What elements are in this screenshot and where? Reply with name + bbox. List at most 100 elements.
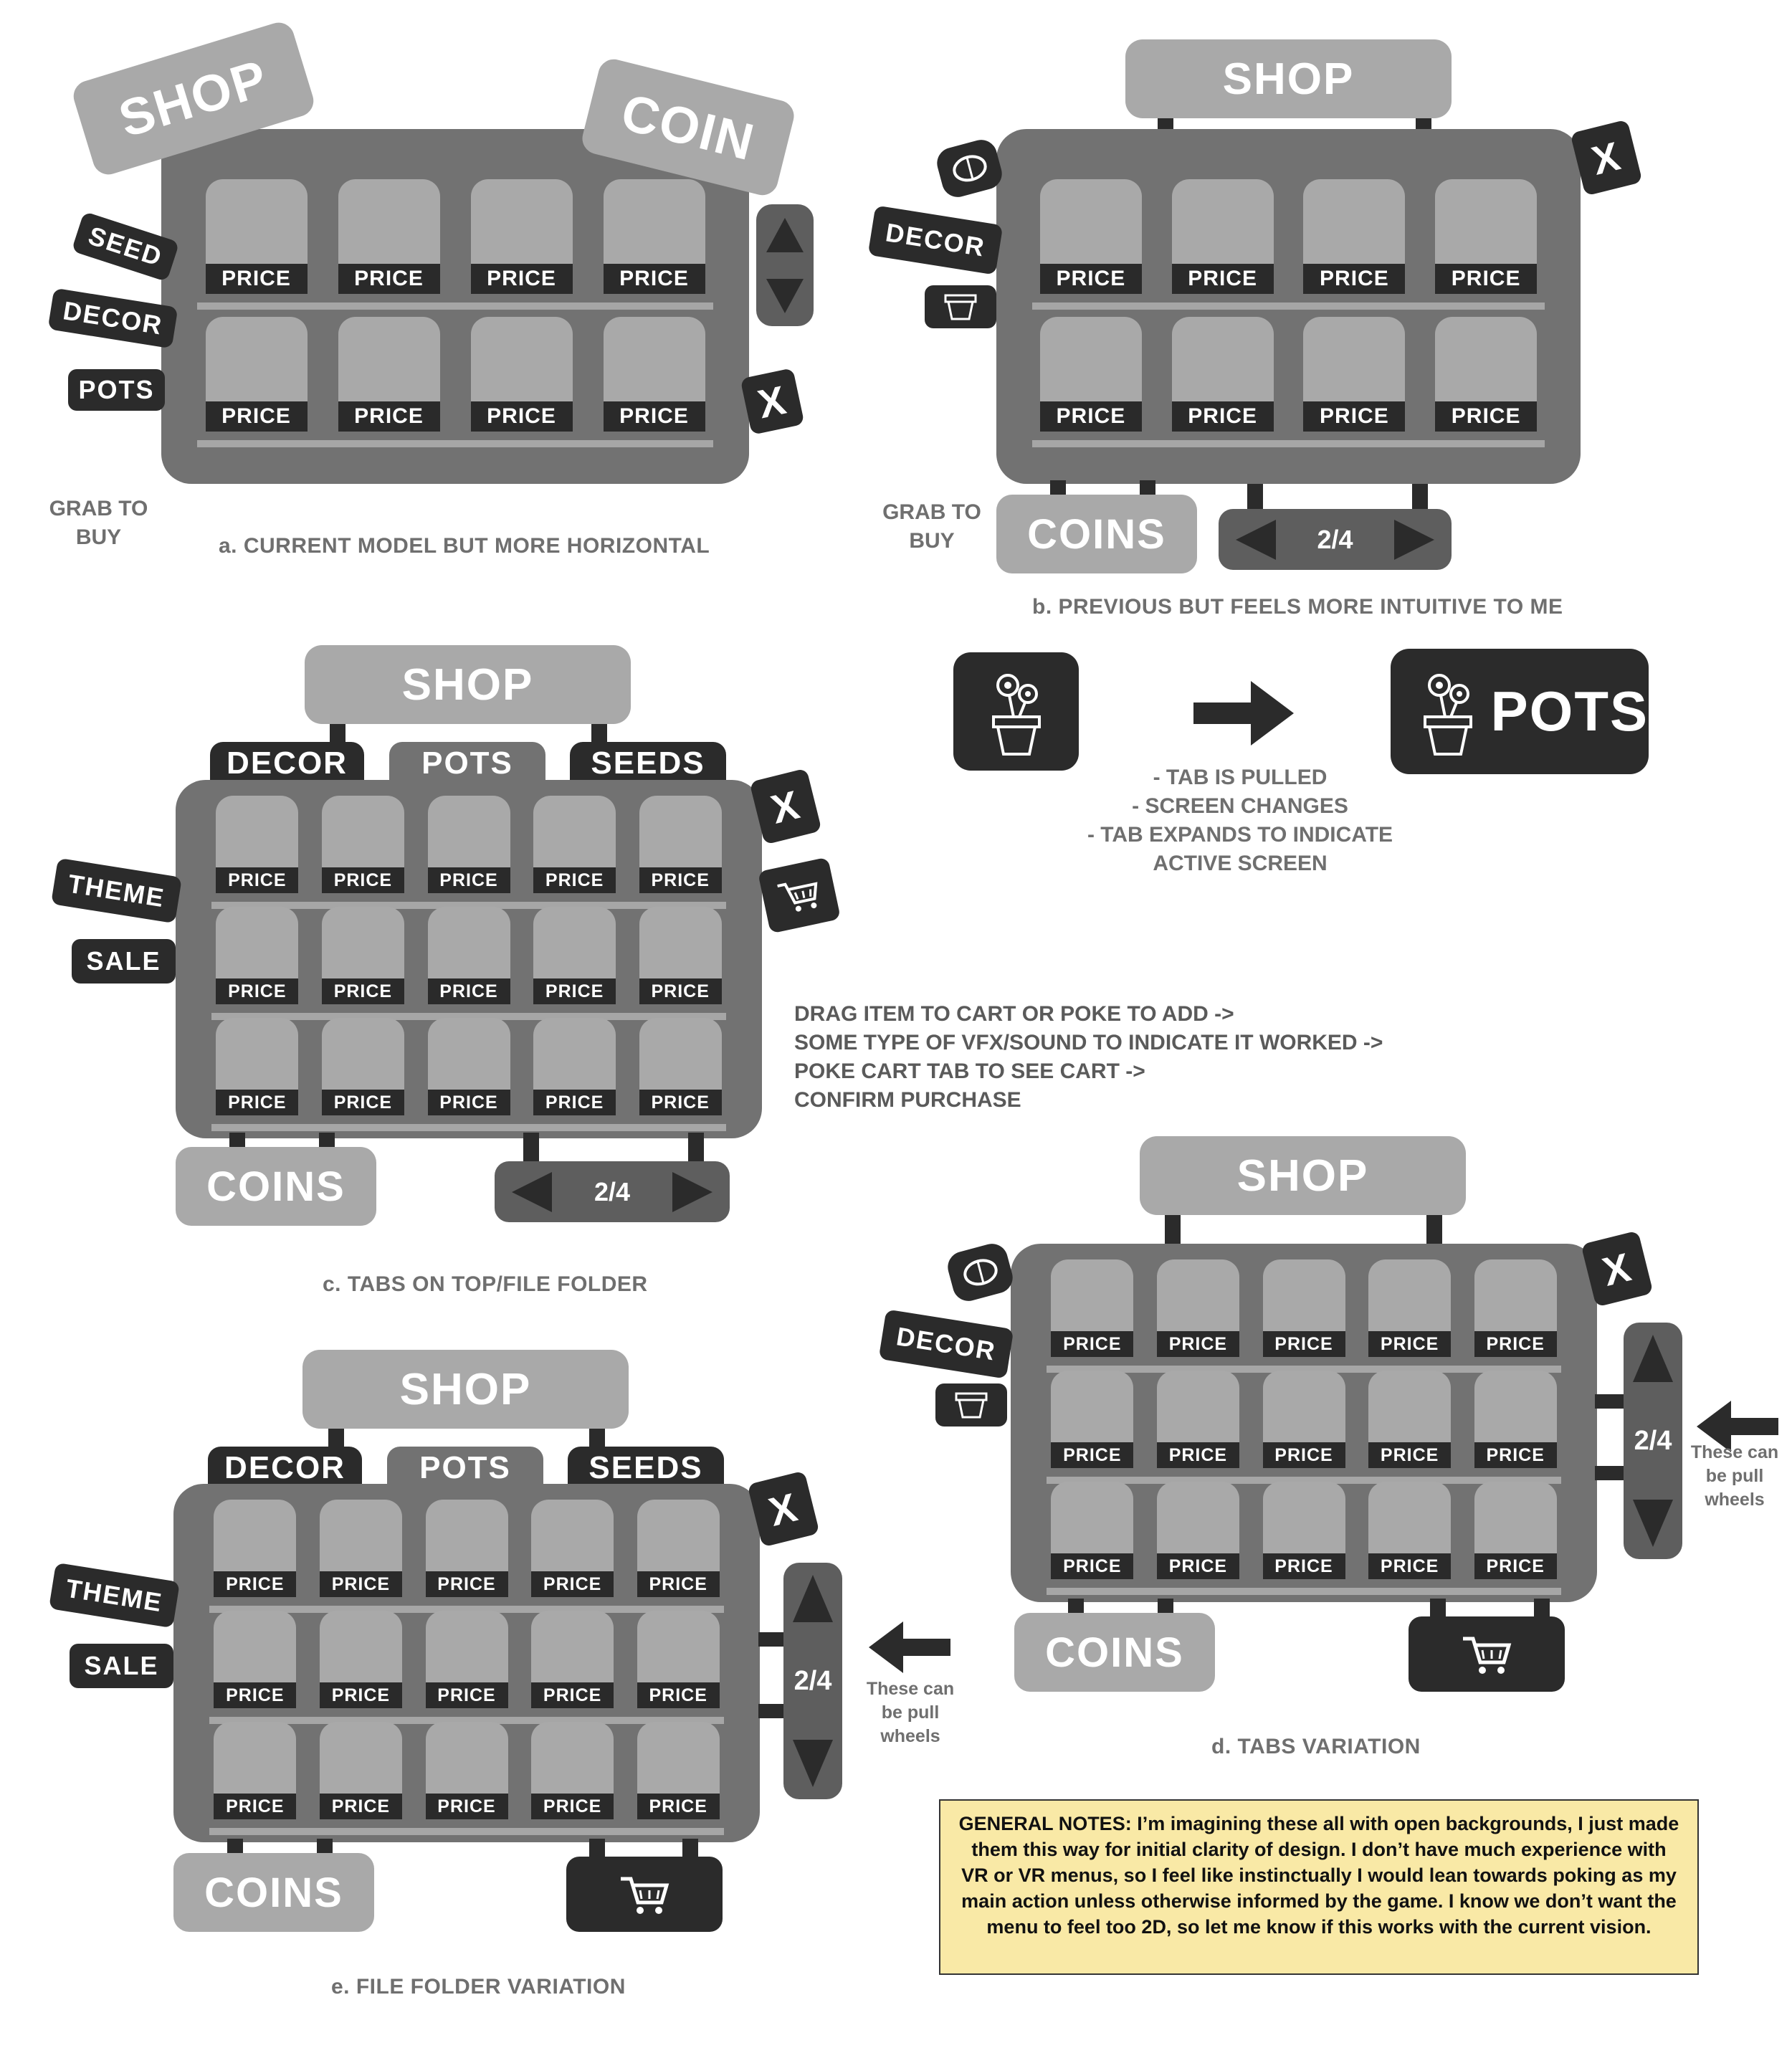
- pull-wheel[interactable]: 2/4: [1624, 1323, 1682, 1559]
- triangle-left-icon[interactable]: [510, 1171, 553, 1214]
- item-slot[interactable]: [470, 317, 573, 401]
- item-slot[interactable]: [639, 907, 722, 978]
- triangle-down-icon[interactable]: [765, 277, 805, 315]
- item-slot[interactable]: [1156, 1482, 1239, 1553]
- triangle-down-icon[interactable]: [791, 1738, 834, 1789]
- item-slot[interactable]: [639, 1018, 722, 1090]
- item-slot[interactable]: [470, 179, 573, 264]
- item-slot[interactable]: [1368, 1259, 1452, 1331]
- triangle-up-icon[interactable]: [1631, 1333, 1674, 1383]
- item-slot[interactable]: [533, 796, 616, 867]
- item-slot[interactable]: [216, 796, 299, 867]
- item-slot[interactable]: [1474, 1371, 1557, 1442]
- tab-pots[interactable]: POTS: [387, 1447, 543, 1490]
- tab-theme[interactable]: THEME: [50, 857, 183, 924]
- item-slot[interactable]: [637, 1611, 720, 1682]
- page-navigator[interactable]: 2/4: [1219, 509, 1452, 570]
- item-slot[interactable]: [214, 1500, 297, 1571]
- scroll-control[interactable]: [756, 204, 814, 326]
- item-slot[interactable]: [1051, 1371, 1134, 1442]
- tab-decor[interactable]: DECOR: [47, 287, 178, 349]
- item-slot[interactable]: [1303, 317, 1406, 401]
- item-slot[interactable]: [1474, 1482, 1557, 1553]
- item-slot[interactable]: [1171, 317, 1274, 401]
- item-slot[interactable]: [216, 1018, 299, 1090]
- item-slot[interactable]: [531, 1500, 614, 1571]
- tab-decor[interactable]: DECOR: [208, 1447, 362, 1490]
- tab-seed-icon[interactable]: [944, 1240, 1016, 1305]
- triangle-up-icon[interactable]: [791, 1573, 834, 1624]
- item-slot[interactable]: [1039, 179, 1142, 264]
- triangle-up-icon[interactable]: [765, 216, 805, 254]
- item-slot[interactable]: [1171, 179, 1274, 264]
- tab-pots-icon[interactable]: [925, 285, 996, 328]
- item-slot[interactable]: [533, 907, 616, 978]
- tab-decor[interactable]: DECOR: [867, 205, 1004, 275]
- item-slot[interactable]: [427, 1018, 510, 1090]
- close-button[interactable]: X: [740, 368, 805, 435]
- item-slot[interactable]: [1435, 179, 1538, 264]
- item-slot[interactable]: [427, 796, 510, 867]
- item-slot[interactable]: [637, 1722, 720, 1794]
- item-slot[interactable]: [338, 179, 440, 264]
- triangle-left-icon[interactable]: [1234, 518, 1277, 561]
- page-navigator[interactable]: 2/4: [495, 1161, 730, 1222]
- item-slot[interactable]: [425, 1722, 508, 1794]
- tab-decor[interactable]: DECOR: [210, 742, 364, 785]
- item-slot[interactable]: [321, 1018, 404, 1090]
- cart-button[interactable]: [1409, 1616, 1565, 1692]
- item-slot[interactable]: [214, 1722, 297, 1794]
- tab-theme[interactable]: THEME: [48, 1562, 181, 1629]
- item-slot[interactable]: [321, 796, 404, 867]
- item-slot[interactable]: [205, 179, 308, 264]
- item-slot[interactable]: [1262, 1259, 1345, 1331]
- item-slot[interactable]: [321, 907, 404, 978]
- cart-button[interactable]: [566, 1857, 723, 1932]
- item-slot[interactable]: [1156, 1371, 1239, 1442]
- item-slot[interactable]: [1039, 317, 1142, 401]
- item-slot[interactable]: [425, 1500, 508, 1571]
- item-slot[interactable]: [603, 179, 705, 264]
- pull-wheel[interactable]: 2/4: [783, 1563, 842, 1799]
- triangle-right-icon[interactable]: [671, 1171, 714, 1214]
- item-slot[interactable]: [603, 317, 705, 401]
- tab-seeds[interactable]: SEEDS: [570, 742, 726, 785]
- item-slot[interactable]: [319, 1500, 402, 1571]
- tab-pots[interactable]: POTS: [68, 369, 165, 411]
- tab-seed-icon[interactable]: [933, 136, 1006, 201]
- item-slot[interactable]: [1262, 1482, 1345, 1553]
- tab-pots-icon[interactable]: [935, 1383, 1007, 1427]
- tab-decor[interactable]: DECOR: [878, 1309, 1014, 1379]
- cart-button[interactable]: [757, 857, 842, 934]
- item-slot[interactable]: [205, 317, 308, 401]
- item-slot[interactable]: [1156, 1259, 1239, 1331]
- item-slot[interactable]: [533, 1018, 616, 1090]
- tab-pots[interactable]: POTS: [389, 742, 545, 785]
- triangle-right-icon[interactable]: [1393, 518, 1436, 561]
- item-slot[interactable]: [1303, 179, 1406, 264]
- item-slot[interactable]: [639, 796, 722, 867]
- tab-sale[interactable]: SALE: [70, 1644, 173, 1688]
- item-slot[interactable]: [214, 1611, 297, 1682]
- item-slot[interactable]: [216, 907, 299, 978]
- item-slot[interactable]: [531, 1722, 614, 1794]
- item-slot[interactable]: [1051, 1482, 1134, 1553]
- item-slot[interactable]: [1368, 1371, 1452, 1442]
- item-slot[interactable]: [427, 907, 510, 978]
- triangle-down-icon[interactable]: [1631, 1498, 1674, 1548]
- item-slot[interactable]: [1262, 1371, 1345, 1442]
- item-slot[interactable]: [637, 1500, 720, 1571]
- close-button[interactable]: X: [1570, 119, 1643, 196]
- item-slot[interactable]: [319, 1722, 402, 1794]
- item-slot[interactable]: [425, 1611, 508, 1682]
- item-slot[interactable]: [531, 1611, 614, 1682]
- tab-sale[interactable]: SALE: [72, 939, 176, 983]
- item-slot[interactable]: [1368, 1482, 1452, 1553]
- item-slot[interactable]: [338, 317, 440, 401]
- tab-seeds[interactable]: SEEDS: [568, 1447, 724, 1490]
- item-slot[interactable]: [1435, 317, 1538, 401]
- item-slot[interactable]: [1474, 1259, 1557, 1331]
- pots-tab-collapsed[interactable]: [953, 652, 1079, 771]
- pots-tab-expanded[interactable]: POTS: [1391, 649, 1649, 774]
- item-slot[interactable]: [319, 1611, 402, 1682]
